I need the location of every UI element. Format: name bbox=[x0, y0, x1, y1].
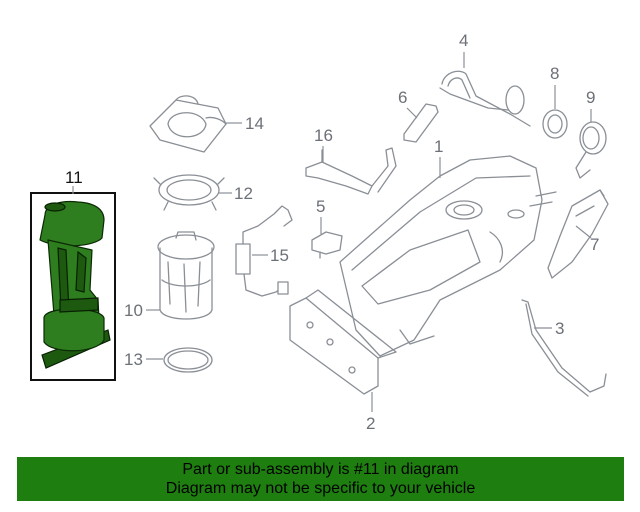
callout-12: 12 bbox=[234, 184, 253, 203]
assembly-notice-banner: Part or sub-assembly is #11 in diagram D… bbox=[17, 457, 624, 501]
callout-8: 8 bbox=[550, 64, 559, 83]
part-10-pump-assembly[interactable] bbox=[157, 231, 215, 320]
callout-3: 3 bbox=[555, 319, 564, 338]
callout-9: 9 bbox=[586, 88, 595, 107]
part-13-gasket[interactable] bbox=[163, 347, 213, 373]
callout-10: 10 bbox=[124, 301, 143, 320]
part-7-heat-shield[interactable] bbox=[547, 189, 609, 279]
callout-13: 13 bbox=[124, 350, 143, 369]
part-2-protector[interactable] bbox=[289, 289, 397, 395]
part-14-cover[interactable] bbox=[149, 95, 227, 153]
callout-4: 4 bbox=[459, 31, 468, 50]
banner-line-2: Diagram may not be specific to your vehi… bbox=[165, 480, 476, 497]
banner-line-1: Part or sub-assembly is #11 in diagram bbox=[182, 461, 459, 478]
part-16-filler-hose[interactable] bbox=[305, 147, 397, 195]
part-6-breather-hose[interactable] bbox=[403, 103, 439, 143]
part-8-ring[interactable] bbox=[542, 109, 568, 139]
part-15-sender-unit[interactable] bbox=[235, 205, 293, 297]
callout-7: 7 bbox=[590, 235, 599, 254]
callout-14: 14 bbox=[245, 114, 264, 133]
part-3-strap[interactable] bbox=[521, 299, 607, 397]
part-4-filler-tube[interactable] bbox=[439, 70, 531, 127]
parts-diagram: 11 14 12 10 13 15 bbox=[30, 31, 609, 433]
callout-5: 5 bbox=[316, 197, 325, 216]
callout-11: 11 bbox=[65, 168, 83, 187]
part-11-fuel-pump-module[interactable] bbox=[30, 192, 116, 381]
callout-2: 2 bbox=[366, 414, 375, 433]
part-5-clamp[interactable] bbox=[311, 231, 343, 259]
callout-6: 6 bbox=[398, 88, 407, 107]
callout-15: 15 bbox=[270, 246, 289, 265]
callout-16: 16 bbox=[314, 126, 333, 145]
part-9-fuel-cap[interactable] bbox=[575, 121, 607, 179]
callout-1: 1 bbox=[434, 137, 443, 156]
part-12-lock-ring[interactable] bbox=[153, 174, 225, 211]
part-1-fuel-tank[interactable] bbox=[339, 155, 557, 357]
